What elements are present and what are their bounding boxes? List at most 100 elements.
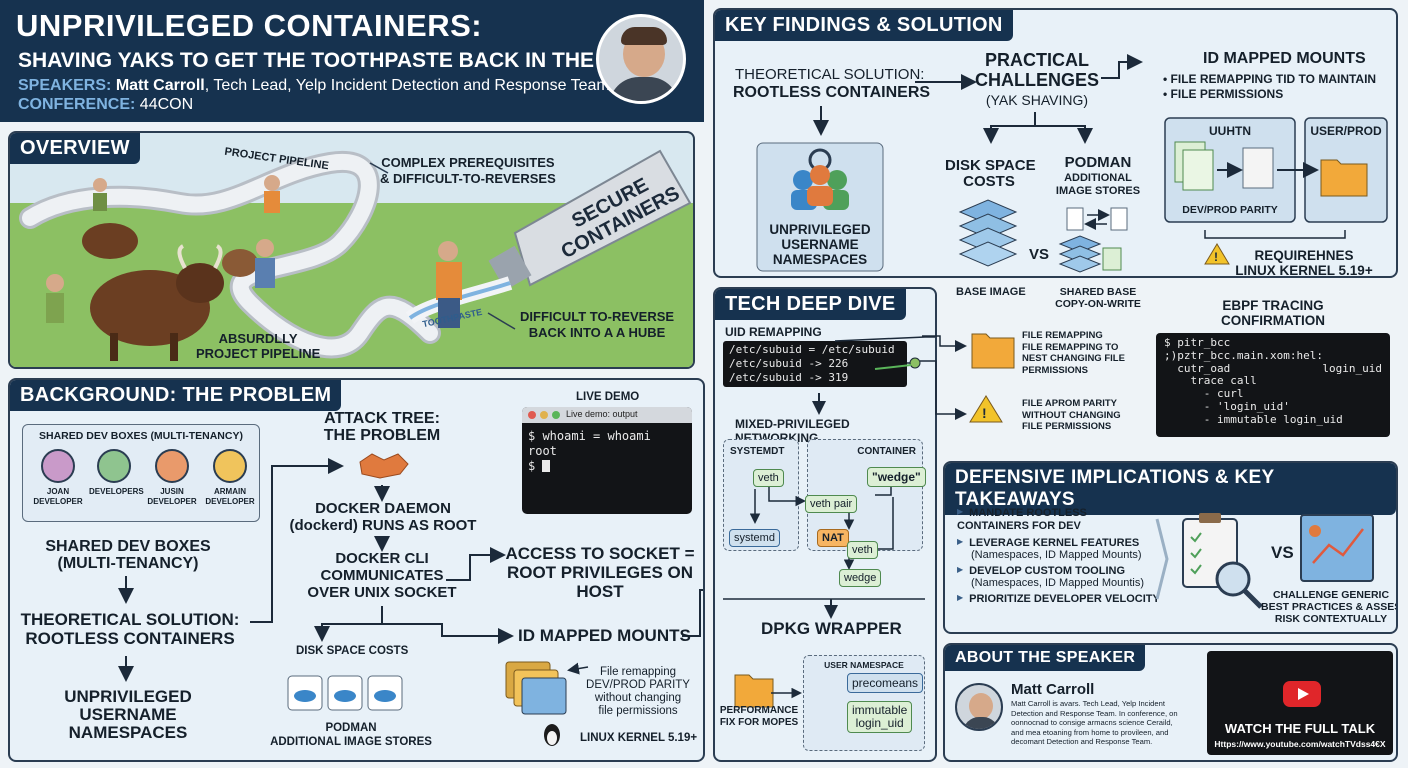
cursor bbox=[542, 460, 551, 472]
speaker-role: , Tech Lead, Yelp Incident Detection and… bbox=[204, 77, 610, 94]
absurd-label: ABSURDLLY PROJECT PIPELINE bbox=[196, 331, 321, 361]
takeaway-item: MANDATE ROOTLESS CONTAINERS FOR DEV bbox=[957, 505, 1167, 533]
avatar-icon bbox=[41, 449, 75, 483]
svg-text:!: ! bbox=[982, 405, 987, 421]
uid-terminal: /etc/subuid = /etc/subuid /etc/subuid ->… bbox=[723, 341, 907, 387]
conference-line: CONFERENCE: 44CON bbox=[18, 96, 193, 114]
ebpf-title: EBPF TRACING CONFIRMATION bbox=[1221, 298, 1325, 328]
video-url[interactable]: Https://www.youtube.com/watchTVdss4€X bbox=[1214, 739, 1386, 749]
video-card[interactable]: WATCH THE FULL TALK Https://www.youtube.… bbox=[1207, 651, 1393, 755]
disk-space-costs: DISK SPACE COSTS bbox=[945, 157, 1036, 190]
perf-fix: PERFORMANCE FIX FOR MOPES bbox=[719, 705, 799, 728]
speaker-avatar bbox=[596, 14, 686, 104]
defensive-panel: DEFENSIVE IMPLICATIONS & KEY TAKEAWAYS M… bbox=[943, 461, 1398, 634]
takeaway-item: DEVELOP CUSTOM TOOLING(Namespaces, ID Ma… bbox=[957, 565, 1167, 589]
about-bio: Matt Carroll is avars. Tech Lead, Yelp I… bbox=[1011, 699, 1178, 747]
theoretical-a: THEORETICAL SOLUTION: bbox=[735, 66, 925, 83]
speakers-line: SPEAKERS: Matt Carroll, Tech Lead, Yelp … bbox=[18, 77, 610, 95]
background-title: BACKGROUND: THE PROBLEM bbox=[10, 380, 342, 411]
idmm-title: ID MAPPED MOUNTS bbox=[1203, 50, 1366, 67]
conference-label: CONFERENCE: bbox=[18, 96, 136, 113]
background-panel: BACKGROUND: THE PROBLEM SHARED DEV BOXES… bbox=[8, 378, 705, 762]
watch-label[interactable]: WATCH THE FULL TALK bbox=[1224, 721, 1376, 736]
shared-box-title: SHARED DEV BOXES (MULTI-TENANCY) bbox=[39, 430, 243, 442]
overview-panel: OVERVIEW PROJECT PIPELINE COMPLEX PREREQ… bbox=[8, 131, 695, 369]
speakers-label: SPEAKERS: bbox=[18, 77, 112, 94]
file-remap-1: FILE REMAPPING FILE REMAPPING TO NEST CH… bbox=[1022, 330, 1125, 376]
nat-chip: NAT bbox=[817, 529, 849, 547]
uid-title: UID REMAPPING bbox=[725, 325, 822, 339]
avatar-icon bbox=[213, 449, 247, 483]
findings-title: KEY FINDINGS & SOLUTION bbox=[715, 10, 1013, 41]
systemd-chip: systemd bbox=[729, 529, 780, 547]
veth-pair-chip: veth pair bbox=[805, 495, 858, 513]
ebpf-terminal: $ pitr_bcc ;)pztr_bcc.main.xom:hel: cutr… bbox=[1156, 333, 1390, 437]
terminal-line: $ whoami = whoami bbox=[528, 429, 651, 443]
person-joan: JOAN DEVELOPER bbox=[33, 449, 83, 507]
shared-dev-boxes-card: SHARED DEV BOXES (MULTI-TENANCY) JOAN DE… bbox=[22, 424, 260, 522]
precomeans-chip: precomeans bbox=[847, 673, 924, 693]
live-demo-label: LIVE DEMO bbox=[576, 391, 640, 403]
takeaway-list: MANDATE ROOTLESS CONTAINERS FOR DEV LEVE… bbox=[957, 505, 1167, 605]
unprivileged-ns: UNPRIVILEGED USERNAME NAMESPACES bbox=[769, 222, 871, 267]
live-demo-terminal[interactable]: Live demo: output $ whoami = whoami root… bbox=[522, 407, 692, 514]
podman-text: PODMAN ADDITIONAL IMAGE STORES bbox=[270, 722, 432, 748]
docker-daemon-text: DOCKER DAEMON (dockerd) RUNS AS ROOT bbox=[289, 500, 477, 534]
page-subtitle: SHAVING YAKS TO GET THE TOOTHPASTE BACK … bbox=[18, 49, 658, 72]
about-avatar bbox=[955, 683, 1003, 731]
about-panel: ABOUT THE SPEAKER Matt Carroll Matt Carr… bbox=[943, 643, 1398, 762]
avatar-icon bbox=[97, 449, 131, 483]
youtube-play-icon[interactable] bbox=[1283, 681, 1321, 707]
requires-label: REQUIREHNES LINUX KERNEL 5.19+ bbox=[1235, 248, 1373, 278]
base-image-caption: BASE IMAGE bbox=[956, 286, 1026, 298]
idmm-bullet-2: • FILE PERMISSIONS bbox=[1163, 87, 1284, 101]
access-socket-text: ACCESS TO SOCKET = ROOT PRIVILEGES ON HO… bbox=[505, 544, 695, 601]
file-remap-text: File remapping DEV/PROD PARITY without c… bbox=[586, 666, 690, 717]
yak-shaving: (YAK SHAVING) bbox=[985, 92, 1089, 108]
avatar-icon bbox=[155, 449, 189, 483]
practical-challenges: PRACTICAL CHALLENGES bbox=[974, 50, 1099, 90]
takeaway-item: PRIORITIZE DEVELOPER VELOCITY bbox=[957, 593, 1167, 605]
podman-label: PODMAN bbox=[1064, 154, 1132, 171]
wedge-chip: wedge bbox=[839, 569, 882, 587]
idmm-bullet-1: • FILE REMAPPING TID TO MAINTAIN bbox=[1163, 72, 1377, 86]
pipeline-drawing bbox=[19, 149, 692, 361]
terminal-title: Live demo: output bbox=[566, 409, 638, 419]
person-jusin: JUSIN DEVELOPER bbox=[147, 449, 197, 507]
defensive-vs: VS bbox=[1271, 543, 1294, 562]
person-developers: DEVELOPERS bbox=[89, 449, 144, 497]
header-banner: UNPRIVILEGED CONTAINERS: SHAVING YAKS TO… bbox=[0, 0, 704, 122]
veth2-chip: veth bbox=[847, 541, 878, 559]
uuhtn-label: UUHTN bbox=[1209, 124, 1251, 138]
overview-title: OVERVIEW bbox=[10, 133, 140, 164]
about-name: Matt Carroll bbox=[1011, 681, 1095, 698]
dpkg-title: DPKG WRAPPER bbox=[761, 619, 902, 638]
terminal-titlebar: Live demo: output bbox=[522, 407, 692, 423]
vs-label: VS bbox=[1029, 246, 1050, 263]
deepdive-panel: TECH DEEP DIVE UID REMAPPING /etc/subuid… bbox=[713, 287, 937, 762]
findings-panel: KEY FINDINGS & SOLUTION bbox=[713, 8, 1398, 278]
terminal-prompt-line: $ bbox=[528, 459, 686, 474]
page-title: UNPRIVILEGED CONTAINERS: bbox=[16, 8, 483, 43]
defensive-graphics bbox=[1155, 513, 1374, 609]
veth-chip: veth bbox=[753, 469, 784, 487]
svg-text:!: ! bbox=[1214, 250, 1218, 264]
shared-base-caption: SHARED BASE COPY-ON-WRITE bbox=[1055, 286, 1141, 310]
terminal-line: root bbox=[528, 444, 557, 458]
takeaway-item: LEVERAGE KERNEL FEATURES(Namespaces, ID … bbox=[957, 537, 1167, 561]
deepdive-title: TECH DEEP DIVE bbox=[715, 289, 906, 320]
linux-kernel-text: LINUX KERNEL 5.19+ bbox=[580, 732, 698, 744]
docker-cli-text: DOCKER CLI COMMUNICATES OVER UNIX SOCKET bbox=[307, 550, 457, 601]
unprivileged-text: UNPRIVILEGED USERNAME NAMESPACES bbox=[64, 687, 192, 742]
background-arrows bbox=[118, 453, 703, 746]
challenge-text: CHALLENGE GENERIC BEST PRACTICES & ASSES… bbox=[1261, 589, 1396, 625]
attack-tree-text: ATTACK TREE: THE PROBLEM bbox=[323, 410, 441, 444]
podman-sub: ADDITIONAL IMAGE STORES bbox=[1055, 172, 1141, 197]
theoretical-text: THEORETICAL SOLUTION: ROOTLESS CONTAINER… bbox=[20, 610, 240, 648]
about-title: ABOUT THE SPEAKER bbox=[945, 645, 1146, 671]
devprod-label: DEV/PROD PARITY bbox=[1182, 204, 1278, 216]
disk-space-text: DISK SPACE COSTS bbox=[296, 645, 409, 657]
shared-base-stack bbox=[1058, 207, 1128, 273]
docker-icons bbox=[287, 675, 403, 711]
person-armain: ARMAIN DEVELOPER bbox=[205, 449, 255, 507]
